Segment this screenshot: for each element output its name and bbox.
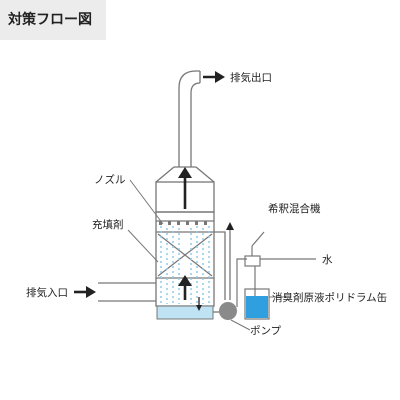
- up-flow-arrow: [178, 167, 192, 209]
- pump: [213, 302, 237, 320]
- gas-flow-arrow: [178, 275, 192, 300]
- dosing-line: [236, 258, 256, 307]
- water-label: 水: [322, 254, 333, 266]
- deodorant-tank-label: 消臭剤原液ポリドラム缶: [272, 291, 387, 304]
- drain-arrow: [196, 297, 202, 311]
- nozzle-leader-line: [129, 179, 164, 225]
- diagram-title: 対策フロー図: [0, 0, 106, 40]
- packing-bed: [157, 233, 213, 277]
- exhaust-outlet-label: 排気出口: [230, 71, 272, 84]
- pump-leader-line: [230, 319, 251, 331]
- outlet-arrow: [203, 71, 225, 83]
- spray-droplets: [160, 226, 210, 304]
- exhaust-inlet-label: 排気入口: [26, 286, 68, 299]
- packing-label: 充填剤: [92, 218, 124, 231]
- inlet-duct: [98, 282, 156, 302]
- pump-label: ポンプ: [250, 325, 282, 337]
- diluter-mixer: [244, 231, 265, 267]
- pipe-up-arrow: [226, 222, 234, 230]
- sump-liquid: [156, 305, 214, 320]
- spray-nozzles: [159, 221, 207, 225]
- exhaust-stack: [178, 70, 201, 167]
- inlet-arrow: [74, 286, 96, 298]
- recirculation-pipe: [214, 226, 231, 300]
- nozzle-label: ノズル: [94, 173, 126, 186]
- deodorant-tank: [244, 288, 270, 320]
- packing-leader-line: [127, 229, 159, 263]
- diluter-label: 希釈混合機: [268, 202, 321, 215]
